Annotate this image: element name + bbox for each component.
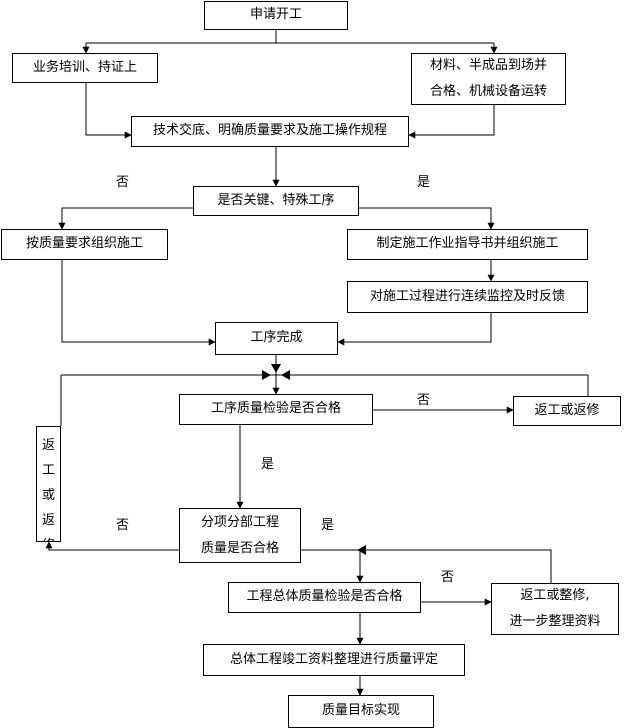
edge-sub-yes — [301, 549, 364, 583]
edge-key-no — [58, 207, 193, 230]
sub-line-1: 分项分部工程 — [200, 514, 279, 530]
rework-side-char-1: 返 — [41, 438, 55, 453]
rework-side-char-4: 返 — [41, 513, 55, 528]
materials-line-1: 材料、半成品到场并 — [429, 58, 547, 73]
inspect-node: 工序质量检验是否合格 — [179, 394, 373, 425]
label-no-key: 否 — [116, 175, 130, 190]
overall-inspect-node: 工程总体质量检验是否合格 — [228, 582, 421, 613]
label-yes-key: 是 — [417, 175, 431, 190]
normal-build-node: 按质量要求组织施工 — [1, 229, 168, 260]
arrow-loop-left — [262, 370, 271, 380]
edge-normal-done — [61, 260, 216, 346]
materials-node: 材料、半成品到场并 合格、机械设备运转 — [411, 53, 566, 105]
rework-node-1: 返工或返修 — [513, 396, 621, 426]
edge-training-briefing — [85, 83, 132, 139]
label-no-sub: 否 — [116, 518, 130, 533]
edge-key-yes — [359, 207, 495, 230]
edge-monitor-done — [337, 313, 492, 346]
arrow-loop-right — [281, 370, 290, 380]
key-process-node: 是否关键、特殊工序 — [193, 186, 359, 216]
edge-materials-briefing — [408, 105, 495, 139]
rework-side-char-2: 工 — [41, 463, 55, 478]
rework-side-char-3: 或 — [41, 488, 55, 503]
apply-node: 申请开工 — [204, 1, 348, 30]
rework-node-2: 返工或整修, 进一步整理资料 — [491, 583, 619, 635]
arrow-loop-down — [271, 364, 281, 373]
label-no-inspect: 否 — [417, 393, 431, 408]
sub-line-2: 质量是否合格 — [200, 540, 279, 556]
briefing-node: 技术交底、明确质量要求及施工操作规程 — [131, 116, 409, 147]
monitor-node: 对施工过程进行连续监控及时反馈 — [347, 281, 588, 313]
training-node: 业务培训、持证上 — [12, 53, 158, 83]
arrow-rework2-return — [357, 545, 366, 555]
sub-project-node: 分项分部工程 质量是否合格 — [179, 508, 301, 563]
rework2-line-1: 返工或整修, — [520, 588, 590, 603]
goal-node: 质量目标实现 — [288, 695, 434, 728]
rework-side-char-5: 修 — [42, 533, 55, 541]
label-no-overall: 否 — [441, 570, 455, 585]
done-node: 工序完成 — [215, 322, 338, 355]
edge-sub-no — [45, 541, 179, 551]
label-yes-sub: 是 — [321, 518, 335, 533]
label-yes-inspect: 是 — [261, 457, 275, 472]
materials-line-2: 合格、机械设备运转 — [429, 84, 547, 99]
rework-side-node: 返 工 或 返 修 — [36, 426, 61, 542]
evaluation-node: 总体工程竣工资料整理进行质量评定 — [203, 644, 465, 676]
edge-rework2-loop — [360, 549, 552, 583]
guide-build-node: 制定施工作业指导书并组织施工 — [347, 229, 588, 260]
rework2-line-2: 进一步整理资料 — [509, 614, 601, 629]
